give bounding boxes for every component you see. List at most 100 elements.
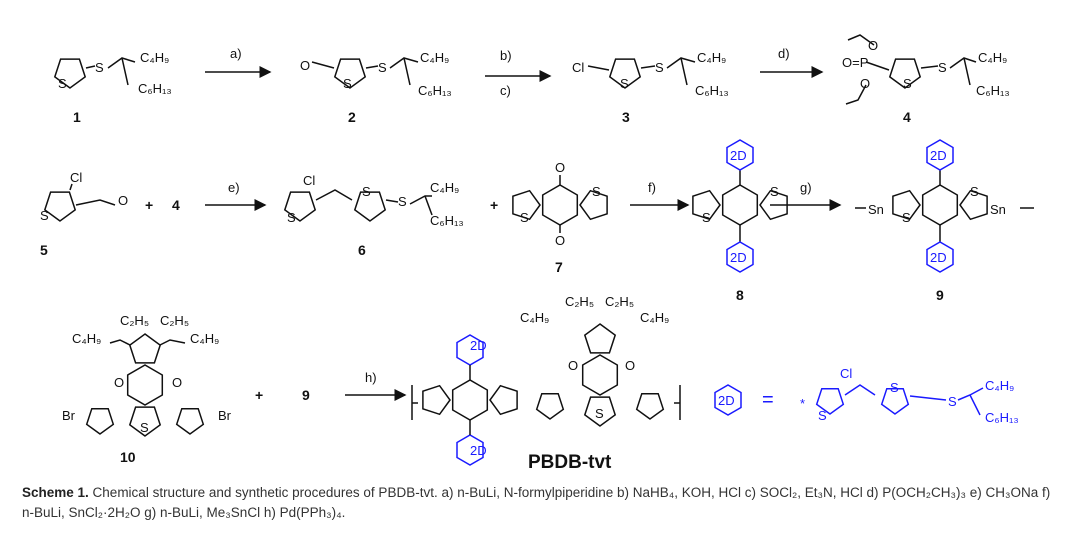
- aldehyde-bond: [75, 199, 116, 206]
- 2d-side-chain-hex: [726, 241, 754, 273]
- bond: [865, 61, 890, 71]
- step-e-label: e): [228, 180, 240, 195]
- thiophene-ring: [583, 396, 617, 427]
- benzene-ring: [451, 379, 489, 421]
- step-h-label: h): [365, 370, 377, 385]
- legend-star: *: [800, 396, 805, 411]
- compound-1-sulfur: S: [95, 60, 104, 75]
- alkyl-chain: [969, 394, 981, 416]
- thiophene-ring: [512, 189, 541, 221]
- thiophene-ring: [422, 384, 451, 416]
- compound-5-chlorine: Cl: [70, 170, 82, 185]
- compound-10-c2h5-left: C₂H₅: [120, 313, 149, 328]
- alkyl-chain: [109, 339, 131, 346]
- compound-2-ring-sulfur: S: [343, 76, 352, 91]
- scheme-caption: Scheme 1. Chemical structure and synthet…: [22, 483, 1062, 523]
- legend-sulfur-2: S: [890, 380, 899, 395]
- polymer-oxygen-right: O: [625, 358, 635, 373]
- step-d-label: d): [778, 46, 790, 61]
- quinone-ring: [541, 184, 579, 226]
- thiophene-ring: [283, 191, 317, 222]
- compound-2-label: 2: [348, 109, 356, 125]
- 2d-side-chain-hex: [926, 139, 954, 171]
- legend-c6h13: C₆H₁₃: [985, 410, 1019, 425]
- vinylene-bond: [844, 384, 876, 396]
- compound-6-label: 6: [358, 242, 366, 258]
- reagent-9-ref: 9: [302, 387, 310, 403]
- thiophene-ring: [583, 323, 617, 354]
- legend-equals: =: [762, 389, 774, 411]
- thiophene-ring: [880, 387, 910, 415]
- thiophene-ring: [128, 406, 162, 437]
- synthesis-scheme: S S C₄H₉ C₆H₁₃ 1 a) O S S C₄H₉ C₆H₁₃ 2 b…: [40, 34, 1034, 473]
- step-b-label: b): [500, 48, 512, 63]
- polymer-2d-top: 2D: [470, 338, 487, 353]
- thiophene-ring: [53, 58, 87, 89]
- compound-1-c4h9: C₄H₉: [140, 50, 169, 65]
- thiophene-ring: [353, 191, 387, 222]
- bond: [640, 65, 656, 69]
- compound-6-chlorine: Cl: [303, 173, 315, 188]
- compound-10-sulfur: S: [140, 420, 149, 435]
- compound-10-c2h5-right: C₂H₅: [160, 313, 189, 328]
- compound-1-ring-sulfur: S: [58, 76, 67, 91]
- compound-9-2d-top: 2D: [930, 148, 947, 163]
- step-c-label: c): [500, 83, 511, 98]
- benzene-ring: [721, 184, 759, 226]
- compound-10-bromine-right: Br: [218, 408, 232, 423]
- bond: [920, 65, 939, 69]
- thiophene-ring: [175, 407, 205, 435]
- compound-7-sulfur-left: S: [520, 210, 529, 225]
- legend-sulfur-3: S: [948, 394, 957, 409]
- thiophene-ring: [85, 407, 115, 435]
- thiophene-ring: [635, 392, 665, 420]
- alkyl-chain: [949, 57, 977, 69]
- compound-2-sulfur: S: [378, 60, 387, 75]
- compound-6-c4h9: C₄H₉: [430, 180, 459, 195]
- compound-7-label: 7: [555, 259, 563, 275]
- thiophene-ring: [959, 189, 988, 221]
- compound-5-oxygen: O: [118, 193, 128, 208]
- quinone-ring: [126, 364, 164, 406]
- compound-8-sulfur-right: S: [770, 184, 779, 199]
- aldehyde-bond: [311, 61, 335, 69]
- ethoxy: [845, 84, 867, 105]
- compound-2-oxygen: O: [300, 58, 310, 73]
- alkyl-chain: [159, 339, 186, 346]
- compound-10-c4h9-right: C₄H₉: [190, 331, 219, 346]
- reagent-4-ref: 4: [172, 197, 180, 213]
- compound-4-oxygen-1: O: [868, 38, 878, 53]
- compound-3-c6h13: C₆H₁₃: [695, 83, 729, 98]
- legend-2d: 2D: [718, 393, 735, 408]
- alkyl-chain: [424, 195, 433, 216]
- bond: [385, 199, 399, 203]
- compound-8-2d-bottom: 2D: [730, 250, 747, 265]
- compound-9-sulfur-left: S: [902, 210, 911, 225]
- legend-chlorine: Cl: [840, 366, 852, 381]
- thiophene-ring: [43, 191, 77, 222]
- compound-10-label: 10: [120, 449, 136, 465]
- compound-5-label: 5: [40, 242, 48, 258]
- legend-c4h9: C₄H₉: [985, 378, 1014, 393]
- plus-sign-3: +: [255, 387, 263, 403]
- compound-9-label: 9: [936, 287, 944, 303]
- compound-9-sulfur-right: S: [970, 184, 979, 199]
- bond: [85, 65, 96, 69]
- thiophene-ring: [892, 189, 921, 221]
- compound-8-label: 8: [736, 287, 744, 303]
- polymer-c2h5-right: C₂H₅: [605, 294, 634, 309]
- polymer-c4h9-left: C₄H₉: [520, 310, 549, 325]
- thiophene-ring: [579, 189, 608, 221]
- polymer-label: PBDB-tvt: [528, 452, 612, 473]
- polymer-oxygen-left: O: [568, 358, 578, 373]
- compound-6-ring-sulfur-2: S: [362, 184, 371, 199]
- compound-7-oxygen-top: O: [555, 160, 565, 175]
- bond: [69, 183, 73, 191]
- caption-title: Scheme 1.: [22, 485, 89, 500]
- compound-1-c6h13: C₆H₁₃: [138, 81, 172, 96]
- compound-9-tin-right: Sn: [990, 202, 1006, 217]
- legend-sulfur-1: S: [818, 408, 827, 423]
- bond: [365, 65, 379, 69]
- compound-8-2d-top: 2D: [730, 148, 747, 163]
- quinone-ring: [581, 354, 619, 396]
